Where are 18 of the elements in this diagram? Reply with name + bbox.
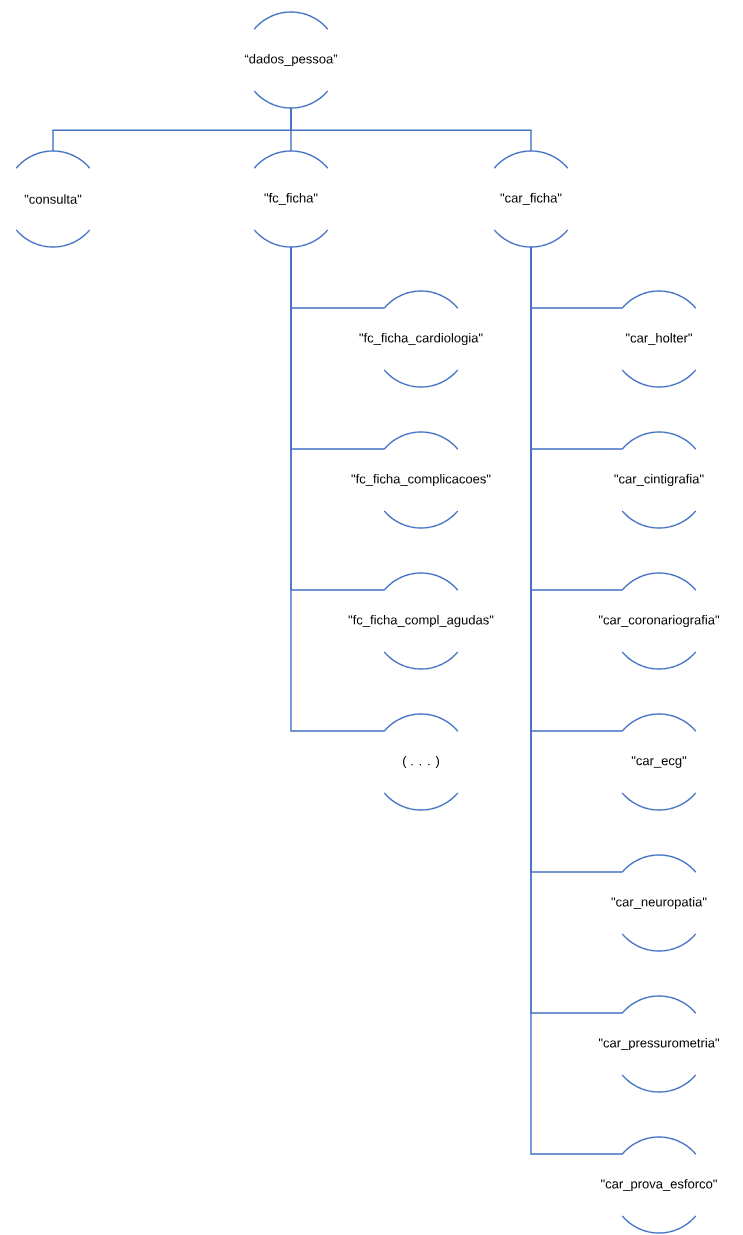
node-label: "fc_ficha_complicacoes" [351, 473, 491, 487]
node-label: "consulta" [24, 194, 82, 204]
node-label: "car_prova_esforco" [601, 1178, 717, 1192]
node-label: "car_holter" [626, 333, 692, 345]
node-label: “dados_pessoa” [244, 53, 338, 67]
connector-line [290, 107, 532, 152]
node-label: "fc_ficha_compl_agudas" [348, 614, 494, 628]
node-label: "car_pressurometria" [598, 1037, 720, 1051]
node-label: "car_coronariografia" [598, 614, 720, 628]
node-label: "car_ficha" [500, 193, 562, 205]
connector-line [290, 246, 385, 732]
node-label: "fc_ficha" [264, 193, 318, 205]
node-label: "car_cintigrafia" [614, 473, 704, 487]
node-label: "car_ecg" [631, 756, 687, 768]
node-label: ( . . . ) [403, 755, 439, 769]
connector-line [530, 246, 623, 1155]
node-label: "fc_ficha_cardiologia" [359, 332, 483, 346]
node-label: "car_neuropatia" [611, 896, 707, 910]
